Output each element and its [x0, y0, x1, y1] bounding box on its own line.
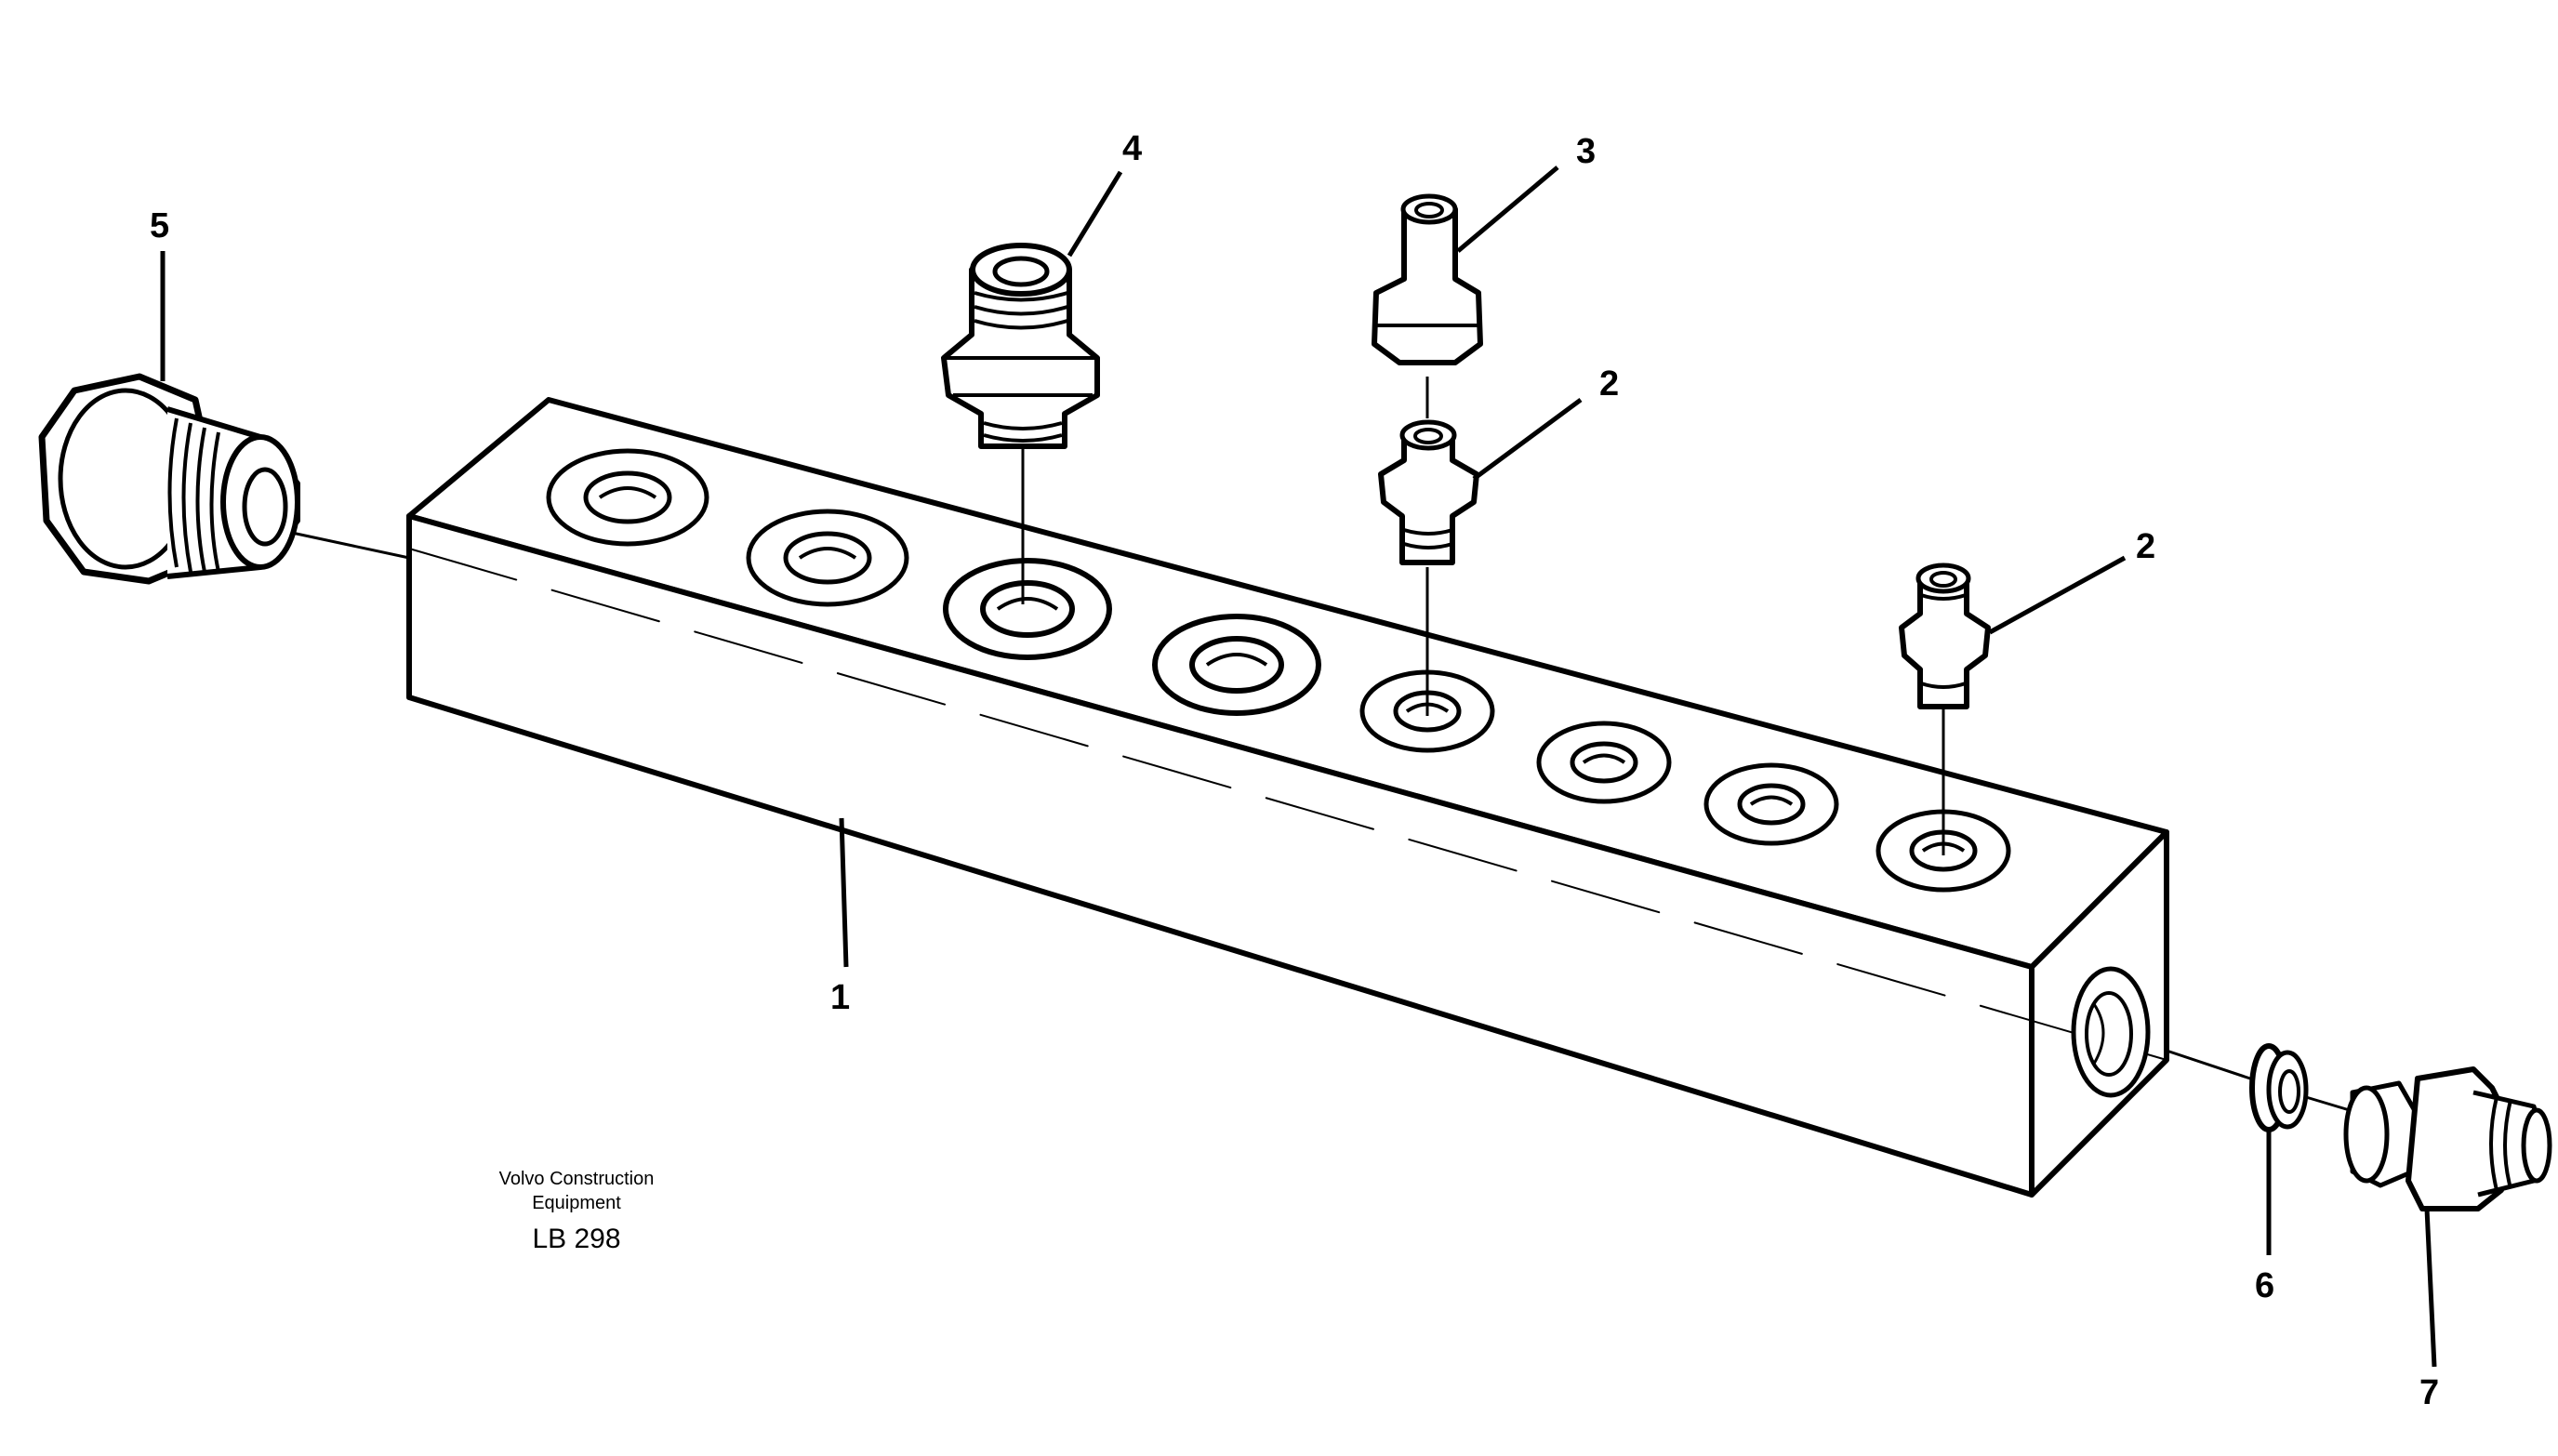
callout-2-right: 2 — [2136, 527, 2155, 566]
port-hole — [1703, 762, 1839, 846]
caption-code: LB 298 — [532, 1224, 620, 1254]
callout-labels: 1 2 2 3 4 5 6 7 — [150, 129, 2439, 1412]
nipple-part-3 — [1372, 193, 1483, 365]
leader-lines — [160, 165, 2437, 1368]
caption-line2: Equipment — [532, 1193, 621, 1213]
port-hole — [546, 448, 709, 547]
callout-5: 5 — [150, 206, 169, 245]
callout-1: 1 — [830, 978, 850, 1017]
port-hole — [746, 509, 909, 607]
callout-2-upper: 2 — [1599, 364, 1619, 404]
callout-7: 7 — [2419, 1373, 2439, 1412]
callout-3: 3 — [1576, 132, 1596, 171]
top-ports — [546, 448, 2011, 893]
washer-part-6 — [2249, 1043, 2309, 1132]
fitting-part-4 — [941, 243, 1100, 449]
fitting-part-2-right — [1899, 563, 1991, 709]
adapter-part-7 — [2343, 1066, 2552, 1211]
alignment-lines — [278, 377, 2353, 1113]
port-hole — [943, 558, 1112, 660]
caption-line1: Volvo Construction — [499, 1169, 655, 1189]
port-hole — [1152, 614, 1321, 716]
manufacturer-caption: Volvo Construction Equipment LB 298 — [499, 1169, 655, 1254]
fitting-part-2-upper — [1378, 419, 1479, 565]
plug-part-5 — [38, 373, 300, 585]
callout-6: 6 — [2255, 1266, 2274, 1305]
callout-4: 4 — [1122, 129, 1142, 168]
port-hole — [1536, 721, 1672, 804]
